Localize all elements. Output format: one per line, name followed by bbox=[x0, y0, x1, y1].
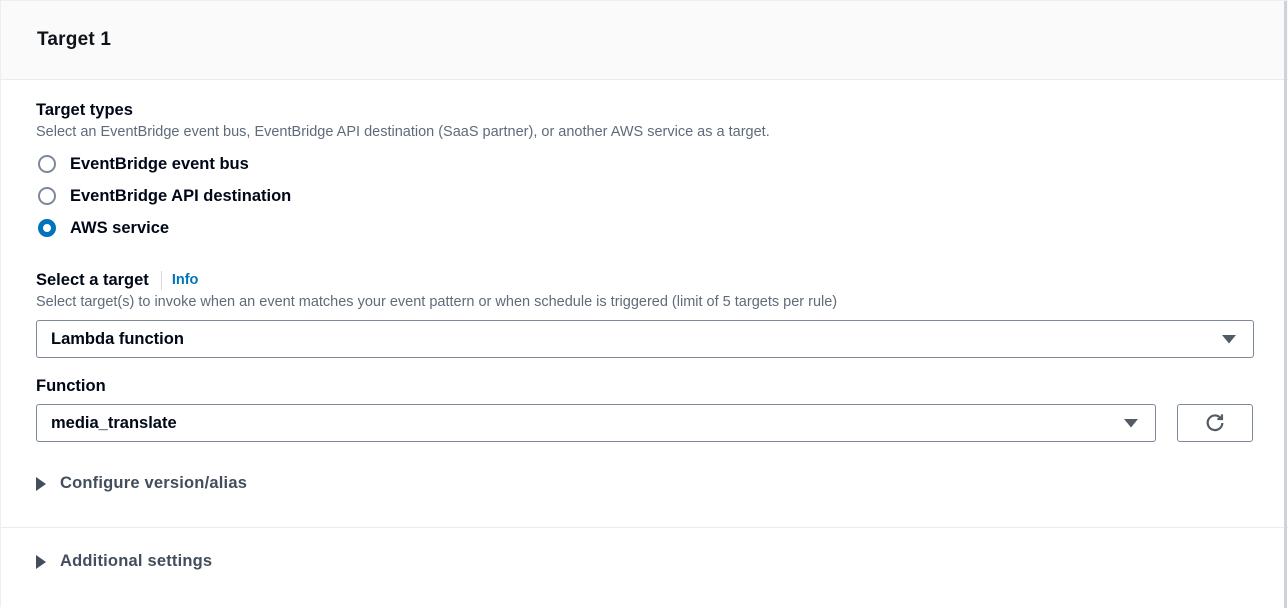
function-label: Function bbox=[36, 377, 106, 395]
refresh-button[interactable] bbox=[1177, 404, 1253, 442]
expander-additional-settings[interactable]: Additional settings bbox=[36, 552, 1253, 571]
panel-title: Target 1 bbox=[37, 29, 112, 50]
triangle-right-icon bbox=[36, 476, 46, 491]
target-types-description: Select an EventBridge event bus, EventBr… bbox=[36, 124, 770, 140]
expander-label: Configure version/alias bbox=[60, 474, 248, 492]
select-target-label-row: Select a target Info bbox=[36, 270, 1253, 290]
card-header: Target 1 bbox=[1, 1, 1288, 80]
radio-eventbridge-event-bus[interactable]: EventBridge event bus bbox=[36, 148, 1253, 180]
radio-icon bbox=[38, 219, 56, 237]
expander-label: Additional settings bbox=[60, 552, 213, 570]
radio-label: AWS service bbox=[70, 218, 170, 237]
card-body: Target types Select an EventBridge event… bbox=[1, 80, 1288, 571]
radio-icon bbox=[38, 155, 56, 173]
target-types-label: Target types bbox=[36, 101, 133, 119]
function-select-value: media_translate bbox=[51, 413, 177, 432]
target-type-radio-group: EventBridge event bus EventBridge API de… bbox=[36, 148, 1253, 244]
radio-eventbridge-api-destination[interactable]: EventBridge API destination bbox=[36, 180, 1253, 212]
chevron-down-icon bbox=[1222, 334, 1236, 343]
expander-configure-version-alias[interactable]: Configure version/alias bbox=[36, 474, 1253, 493]
label-divider bbox=[160, 270, 162, 290]
target-type-select-value: Lambda function bbox=[51, 329, 184, 348]
chevron-down-icon bbox=[1124, 418, 1139, 427]
section-divider bbox=[1, 527, 1288, 528]
radio-aws-service[interactable]: AWS service bbox=[36, 212, 1253, 244]
select-target-label: Select a target bbox=[36, 271, 149, 289]
radio-label: EventBridge API destination bbox=[70, 186, 292, 205]
triangle-right-icon bbox=[36, 554, 46, 569]
radio-label: EventBridge event bus bbox=[70, 154, 249, 173]
scrollbar-track[interactable] bbox=[1284, 1, 1287, 608]
info-link[interactable]: Info bbox=[171, 272, 199, 288]
target-type-select[interactable]: Lambda function bbox=[36, 320, 1254, 358]
function-row: media_translate bbox=[36, 404, 1253, 442]
refresh-icon bbox=[1206, 414, 1224, 432]
select-target-description: Select target(s) to invoke when an event… bbox=[36, 294, 838, 310]
function-select[interactable]: media_translate bbox=[36, 404, 1157, 442]
radio-icon bbox=[38, 187, 56, 205]
